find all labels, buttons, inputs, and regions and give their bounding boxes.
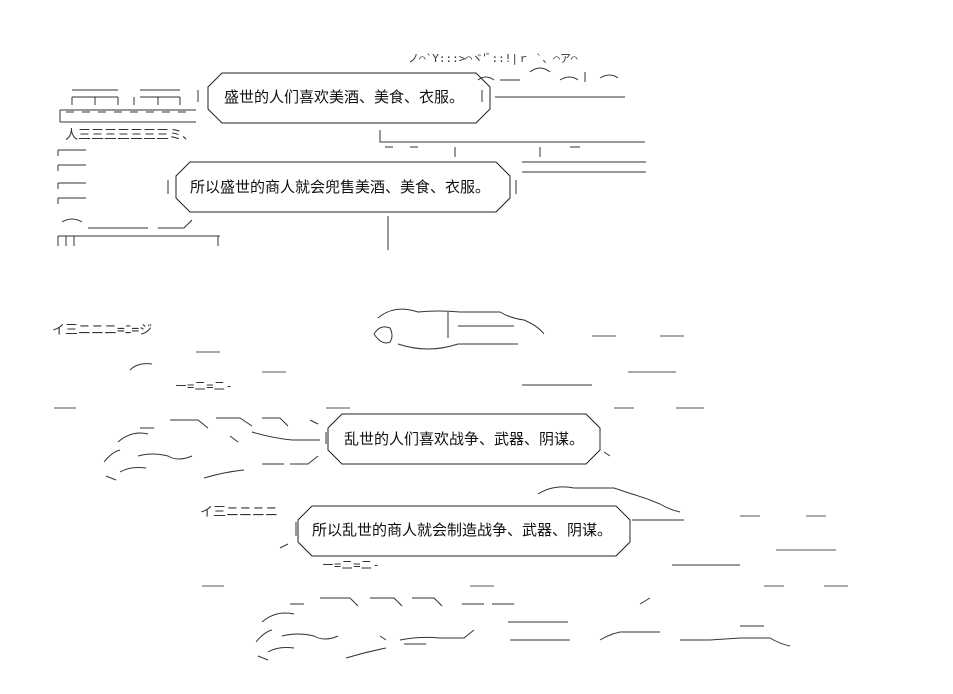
art-line: ー=ニ=ニ- [322, 558, 380, 572]
art-line: ー=ニ=ニ- [175, 379, 233, 393]
art-line: 人三三三三三三三ミ、 [65, 128, 195, 143]
art-line: イ三ニニニ=ﾆ=ジ [52, 323, 152, 338]
bubble-text-3: 乱世的人们喜欢战争、武器、阴谋。 [344, 430, 585, 448]
speech-bubble-1 [207, 72, 491, 124]
roof-fragments: ノ⌒`Y:::>⌒ヾ'ﾞ::!|ｒ `、⌒ア⌒ [408, 52, 625, 98]
lying-figure-right [537, 451, 684, 521]
bubble-text-4: 所以乱世的商人就会制造战争、武器、阴谋。 [312, 521, 613, 539]
bubble-text-2: 所以盛世的商人就会兜售美酒、美食、衣服。 [190, 178, 491, 196]
scatter-dots [54, 335, 848, 587]
lying-figure-bottom [255, 597, 791, 661]
art-line: イ三ニニニニ [200, 505, 278, 520]
lying-figure-left [103, 417, 320, 481]
speech-bubble-3 [327, 413, 601, 465]
lying-figure-top [373, 308, 545, 350]
speech-bubble-4 [297, 505, 631, 557]
speech-bubble-2 [175, 161, 511, 213]
art-line: ノ⌒`Y:::>⌒ヾ'ﾞ::!|ｒ `、⌒ア⌒ [408, 52, 578, 65]
bubble-text-1: 盛世的人们喜欢美酒、美食、衣服。 [224, 88, 465, 106]
left-building: 人三三三三三三三ミ、 [57, 89, 220, 246]
